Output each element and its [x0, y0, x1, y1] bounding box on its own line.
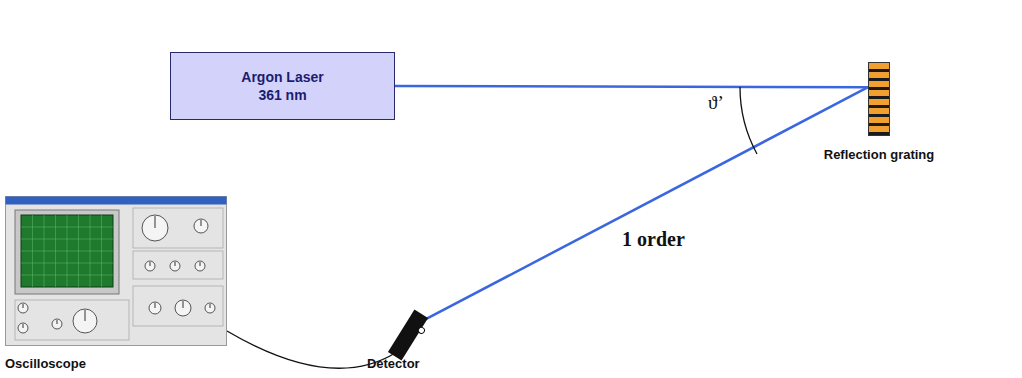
grid-line	[21, 263, 113, 264]
oscilloscope: Oscilloscope	[5, 196, 227, 346]
control-group	[133, 251, 223, 279]
laser-beam	[395, 86, 868, 87]
oscilloscope-symbol	[5, 196, 227, 346]
knob-mark	[150, 262, 151, 266]
detector: Detector	[388, 312, 428, 358]
angle-label: ϑ’	[708, 92, 724, 114]
knob-mark	[155, 216, 156, 228]
knob-mark	[200, 262, 201, 266]
knob-mark	[175, 262, 176, 266]
scope-knob	[205, 303, 215, 313]
scope-knob	[170, 261, 180, 271]
knob-mark	[23, 324, 24, 328]
grid-line	[21, 275, 113, 276]
reflection-grating: Reflection grating	[868, 62, 890, 136]
scope-knob	[142, 215, 168, 241]
scope-knob	[52, 319, 62, 329]
knob-mark	[155, 303, 156, 308]
scope-titlebar	[6, 197, 227, 205]
control-group	[133, 208, 223, 248]
laser-box: Argon Laser361 nm	[170, 52, 395, 120]
grid-line	[21, 251, 113, 252]
detector-aperture	[417, 326, 425, 334]
part-label: Oscilloscope	[5, 356, 86, 371]
diffracted-beam	[422, 87, 868, 321]
scope-screen	[21, 215, 113, 287]
laser-label: Argon Laser	[241, 68, 323, 86]
scope-knob	[194, 219, 208, 233]
screen-bezel	[15, 210, 119, 294]
scope-knob	[195, 261, 205, 271]
scope-panel	[6, 197, 227, 346]
grid-line	[21, 239, 113, 240]
scope-knob	[18, 303, 28, 313]
knob-mark	[183, 301, 184, 308]
detector-body	[388, 310, 431, 363]
control-group	[133, 286, 223, 326]
scope-knob	[73, 309, 97, 333]
scope-knob	[149, 302, 161, 314]
laser-label: 361 nm	[258, 86, 306, 104]
control-group	[15, 300, 129, 340]
scope-knob	[145, 261, 155, 271]
knob-mark	[85, 310, 86, 321]
scope-knob	[175, 300, 191, 316]
part-label: Detector	[367, 356, 420, 371]
knob-mark	[201, 220, 202, 226]
knob-mark	[57, 320, 58, 324]
grid-line	[21, 227, 113, 228]
scope-knob	[18, 323, 28, 333]
knob-mark	[23, 304, 24, 308]
angle-arc	[740, 87, 757, 154]
part-label: Reflection grating	[824, 147, 935, 162]
detector-symbol	[388, 312, 428, 358]
detector-housing	[388, 310, 428, 361]
knob-mark	[210, 304, 211, 308]
order-label: 1 order	[622, 228, 685, 251]
